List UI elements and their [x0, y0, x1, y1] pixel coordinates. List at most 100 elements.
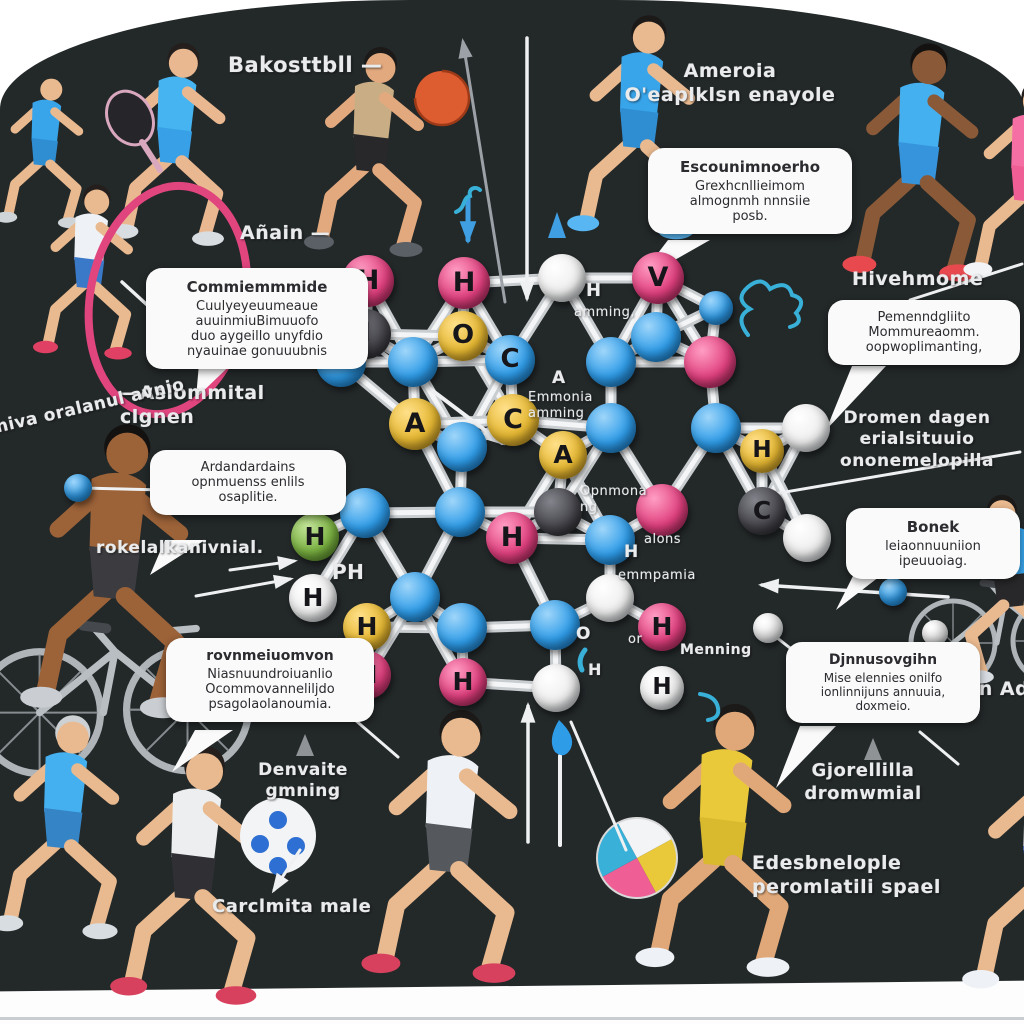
beach-ball-segment — [601, 858, 657, 898]
callout-escounimnoerho-line-1: Grexhcnllieimom — [695, 179, 805, 194]
atom-label: H — [651, 611, 673, 641]
atom-blue — [340, 488, 390, 538]
atom-label: H — [500, 521, 524, 553]
athlete-shorts — [993, 573, 1024, 609]
atom-white — [586, 574, 634, 622]
callout-commiemmmide-line-4: nyauinae gonuuubnis — [186, 344, 328, 359]
atom-label: H — [452, 266, 476, 298]
athlete-shoe — [82, 923, 118, 940]
athlete-limb — [194, 889, 256, 999]
athlete-head — [912, 50, 947, 85]
diagonal-line — [569, 720, 628, 852]
athlete-limb — [42, 278, 89, 351]
opnmona-label: Opnmona ng — [580, 484, 648, 516]
ph-label: PH — [332, 560, 365, 584]
athlete-pink-woman — [963, 88, 1024, 277]
athlete-limb — [919, 175, 976, 276]
gray-up-triangle-right — [864, 738, 882, 760]
athlete-shoe — [472, 963, 516, 983]
top-center-label: Ameroia O'eaplklsn enayole — [624, 60, 836, 106]
atom-label: C — [500, 344, 520, 374]
bonek-line — [754, 450, 1022, 499]
atom-white — [538, 254, 586, 302]
atom-yellow-A: A — [539, 431, 587, 479]
bike-frame — [35, 624, 200, 717]
athlete-limb — [35, 582, 114, 703]
callout-djnnusovgihn-line-3: doxmeio. — [855, 699, 911, 713]
up-arrow-gray-head — [458, 38, 473, 59]
penrunn-corner-line — [908, 262, 1024, 302]
soccer-ball-patch — [251, 835, 269, 853]
athlete-shorts — [425, 823, 473, 874]
athlete-head — [84, 189, 110, 215]
atom-yellow-O: O — [438, 311, 488, 361]
alons-label: alons — [644, 532, 682, 547]
athlete-shorts — [31, 138, 58, 167]
emmpamia-label: emmpamia — [618, 568, 696, 583]
callout-ardandardains-line-1: Ardandardains — [200, 460, 296, 475]
atom-pink-H: H — [438, 257, 490, 309]
gray-up-triangle-left — [296, 734, 314, 756]
athlete-limb — [647, 63, 696, 105]
athlete-shorts — [353, 134, 390, 173]
callout-escounimnoerho-line-2: almognmh nnnsiie — [689, 194, 811, 209]
bike-seat — [78, 620, 112, 634]
or-label: or — [628, 632, 643, 647]
athlete-limb — [732, 762, 792, 814]
callout-ardandardains-line-3: osaplitie. — [218, 490, 278, 505]
atom-label: A — [404, 407, 426, 439]
athlete-head — [632, 21, 665, 54]
small-right-arrow-1-head — [277, 556, 298, 571]
athlete-head — [186, 753, 224, 791]
atom-pink-H: H — [486, 512, 538, 564]
athlete-limb — [976, 886, 1024, 984]
athlete-bib-runner-woman — [33, 184, 133, 360]
athlete-head — [56, 721, 89, 754]
denvaite-label: Denvaite gmning — [258, 760, 348, 802]
mol-amming-top-label: amming, — [574, 305, 636, 320]
athlete-shoe — [192, 231, 224, 246]
athlete-shoe — [389, 242, 423, 257]
athlete-shoe — [33, 340, 58, 354]
atom-label: H — [452, 666, 474, 696]
tail-penrunn — [826, 366, 886, 430]
blue-up-triangle — [548, 212, 566, 238]
athlete-limb — [315, 160, 371, 246]
athlete-limb — [95, 222, 133, 255]
hivemone-label: Hivehmome — [852, 268, 984, 290]
callout-ardandardains-line-2: opnmuenss enlils — [191, 475, 305, 490]
athlete-limb — [927, 94, 979, 139]
soccer-ball-patch — [269, 857, 287, 875]
atom-yellow-A: A — [389, 398, 441, 450]
athlete-limb — [124, 885, 193, 991]
athlete-head — [365, 53, 396, 83]
bike-wheel — [1010, 609, 1024, 673]
dromen-label: Dromen dagen erialsituuio ononemelopilla — [840, 408, 994, 471]
athlete-shoe — [635, 947, 675, 968]
athlete-shoe — [962, 969, 1000, 989]
athlete-shoe — [304, 234, 334, 250]
callout-pemenndgliito-line-3: oopwoplimanting, — [865, 340, 983, 355]
athlete-soccer-player — [110, 745, 259, 1005]
athlete-shoe — [215, 986, 257, 1005]
athlete-limb — [175, 155, 224, 241]
athlete-shorts — [1011, 165, 1024, 201]
callout-bonek-line-1: leiaonnuuniion — [885, 539, 981, 554]
cyan-squiggle-small-top — [454, 186, 482, 214]
again-label: Añain — — [240, 222, 331, 244]
carclmita-label: Carclmita male — [212, 896, 372, 917]
athlete-shorts — [898, 142, 940, 187]
atom-white-H: H — [289, 574, 337, 622]
soccer-ball-patch — [269, 811, 287, 829]
beach-ball-segment — [617, 818, 673, 858]
athlete-shorts — [157, 127, 193, 165]
left-arrow-from-right-head — [758, 578, 780, 594]
athlete-shoe — [567, 215, 600, 232]
athlete-torso — [1011, 114, 1024, 176]
atom-white — [753, 613, 783, 643]
atom-blue — [388, 337, 438, 387]
rokelalkanivnial-label: rokelalkanivnial. — [96, 538, 264, 558]
